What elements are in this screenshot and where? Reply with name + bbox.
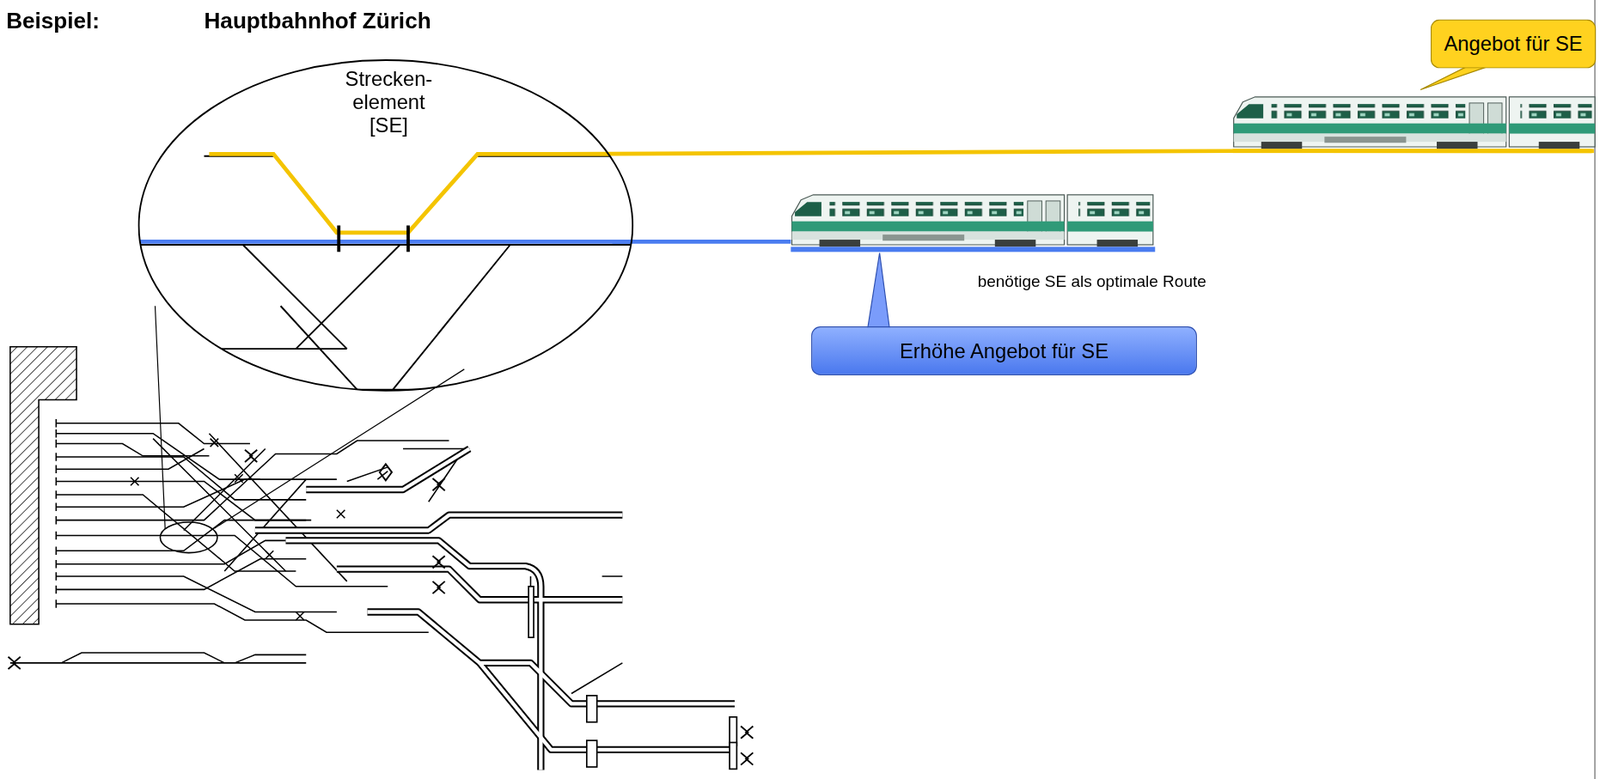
drawing-g [10, 419, 623, 694]
drawing-path [740, 752, 753, 765]
drawing-path [280, 244, 634, 391]
drawing-path [55, 419, 58, 609]
drawing-path [132, 244, 400, 349]
drawing-path [55, 576, 337, 613]
drawing-polygon [1420, 67, 1486, 90]
drawing-path [479, 663, 735, 751]
drawing-path [152, 433, 348, 582]
drawing-g [528, 586, 737, 770]
drawing-rect [729, 743, 737, 770]
drawing-path [244, 450, 257, 463]
drawing-path [10, 347, 77, 625]
drawing-path [740, 726, 753, 739]
heading-label: Beispiel: [6, 8, 100, 36]
drawing-path [8, 657, 21, 670]
drawing-path [433, 581, 446, 594]
drawing-path [338, 225, 409, 252]
element-label: Strecken- element [SE] [337, 67, 440, 138]
drawing-path [305, 449, 470, 491]
drawing-path [379, 464, 392, 481]
bubble-text: Erhöhe Angebot für SE [899, 338, 1109, 364]
drawing-path [140, 239, 636, 245]
drawing-path [137, 244, 635, 246]
drawing-path [286, 540, 542, 770]
drawing-path [55, 604, 428, 633]
drawing-path [305, 449, 470, 491]
zoom-ellipse: Strecken- element [SE] [137, 59, 634, 392]
drawing-path [612, 239, 792, 245]
drawing-path [55, 457, 306, 501]
drawing-path [208, 153, 635, 233]
drawing-path [286, 540, 542, 770]
drawing-rect [586, 696, 598, 723]
callout-bubble: Erhöhe Angebot für SE [811, 326, 1197, 376]
drawing-path [367, 612, 736, 705]
drawing-rect [528, 586, 534, 638]
drawing-path [55, 520, 306, 552]
page-title: Hauptbahnhof Zürich [204, 8, 432, 36]
ellipse-shape [139, 60, 634, 391]
drawing-rect [729, 717, 737, 746]
drawing-path [55, 444, 209, 457]
drawing-path [55, 482, 312, 521]
drawing-g [8, 450, 754, 766]
drawing-path [336, 569, 623, 601]
drawing-path [255, 515, 623, 532]
drawing-g [255, 449, 735, 771]
drawing-g [255, 449, 735, 771]
drawing-use [1233, 97, 1595, 150]
drawing-path [367, 612, 736, 705]
drawing-path [347, 449, 465, 503]
drawing-path [479, 663, 735, 751]
drawing-g [132, 153, 638, 390]
drawing-use [792, 195, 1154, 248]
note-label: benötige SE als optimale Route [977, 271, 1207, 293]
drawing-path [433, 555, 446, 568]
drawing-path [255, 515, 623, 532]
drawing-path [336, 569, 623, 601]
drawing-ellipse [159, 522, 218, 554]
drawing-path [10, 653, 306, 664]
drawing-path [433, 478, 446, 491]
drawing-rect [790, 246, 1155, 252]
drawing-polygon [867, 253, 890, 331]
drawing-path [55, 559, 306, 591]
drawing-path [55, 449, 204, 471]
bubble-text: Angebot für SE [1443, 31, 1583, 57]
drawing-rect [586, 740, 598, 768]
callout-bubble: Angebot für SE [1430, 19, 1596, 69]
drawing-rect [1233, 148, 1594, 153]
